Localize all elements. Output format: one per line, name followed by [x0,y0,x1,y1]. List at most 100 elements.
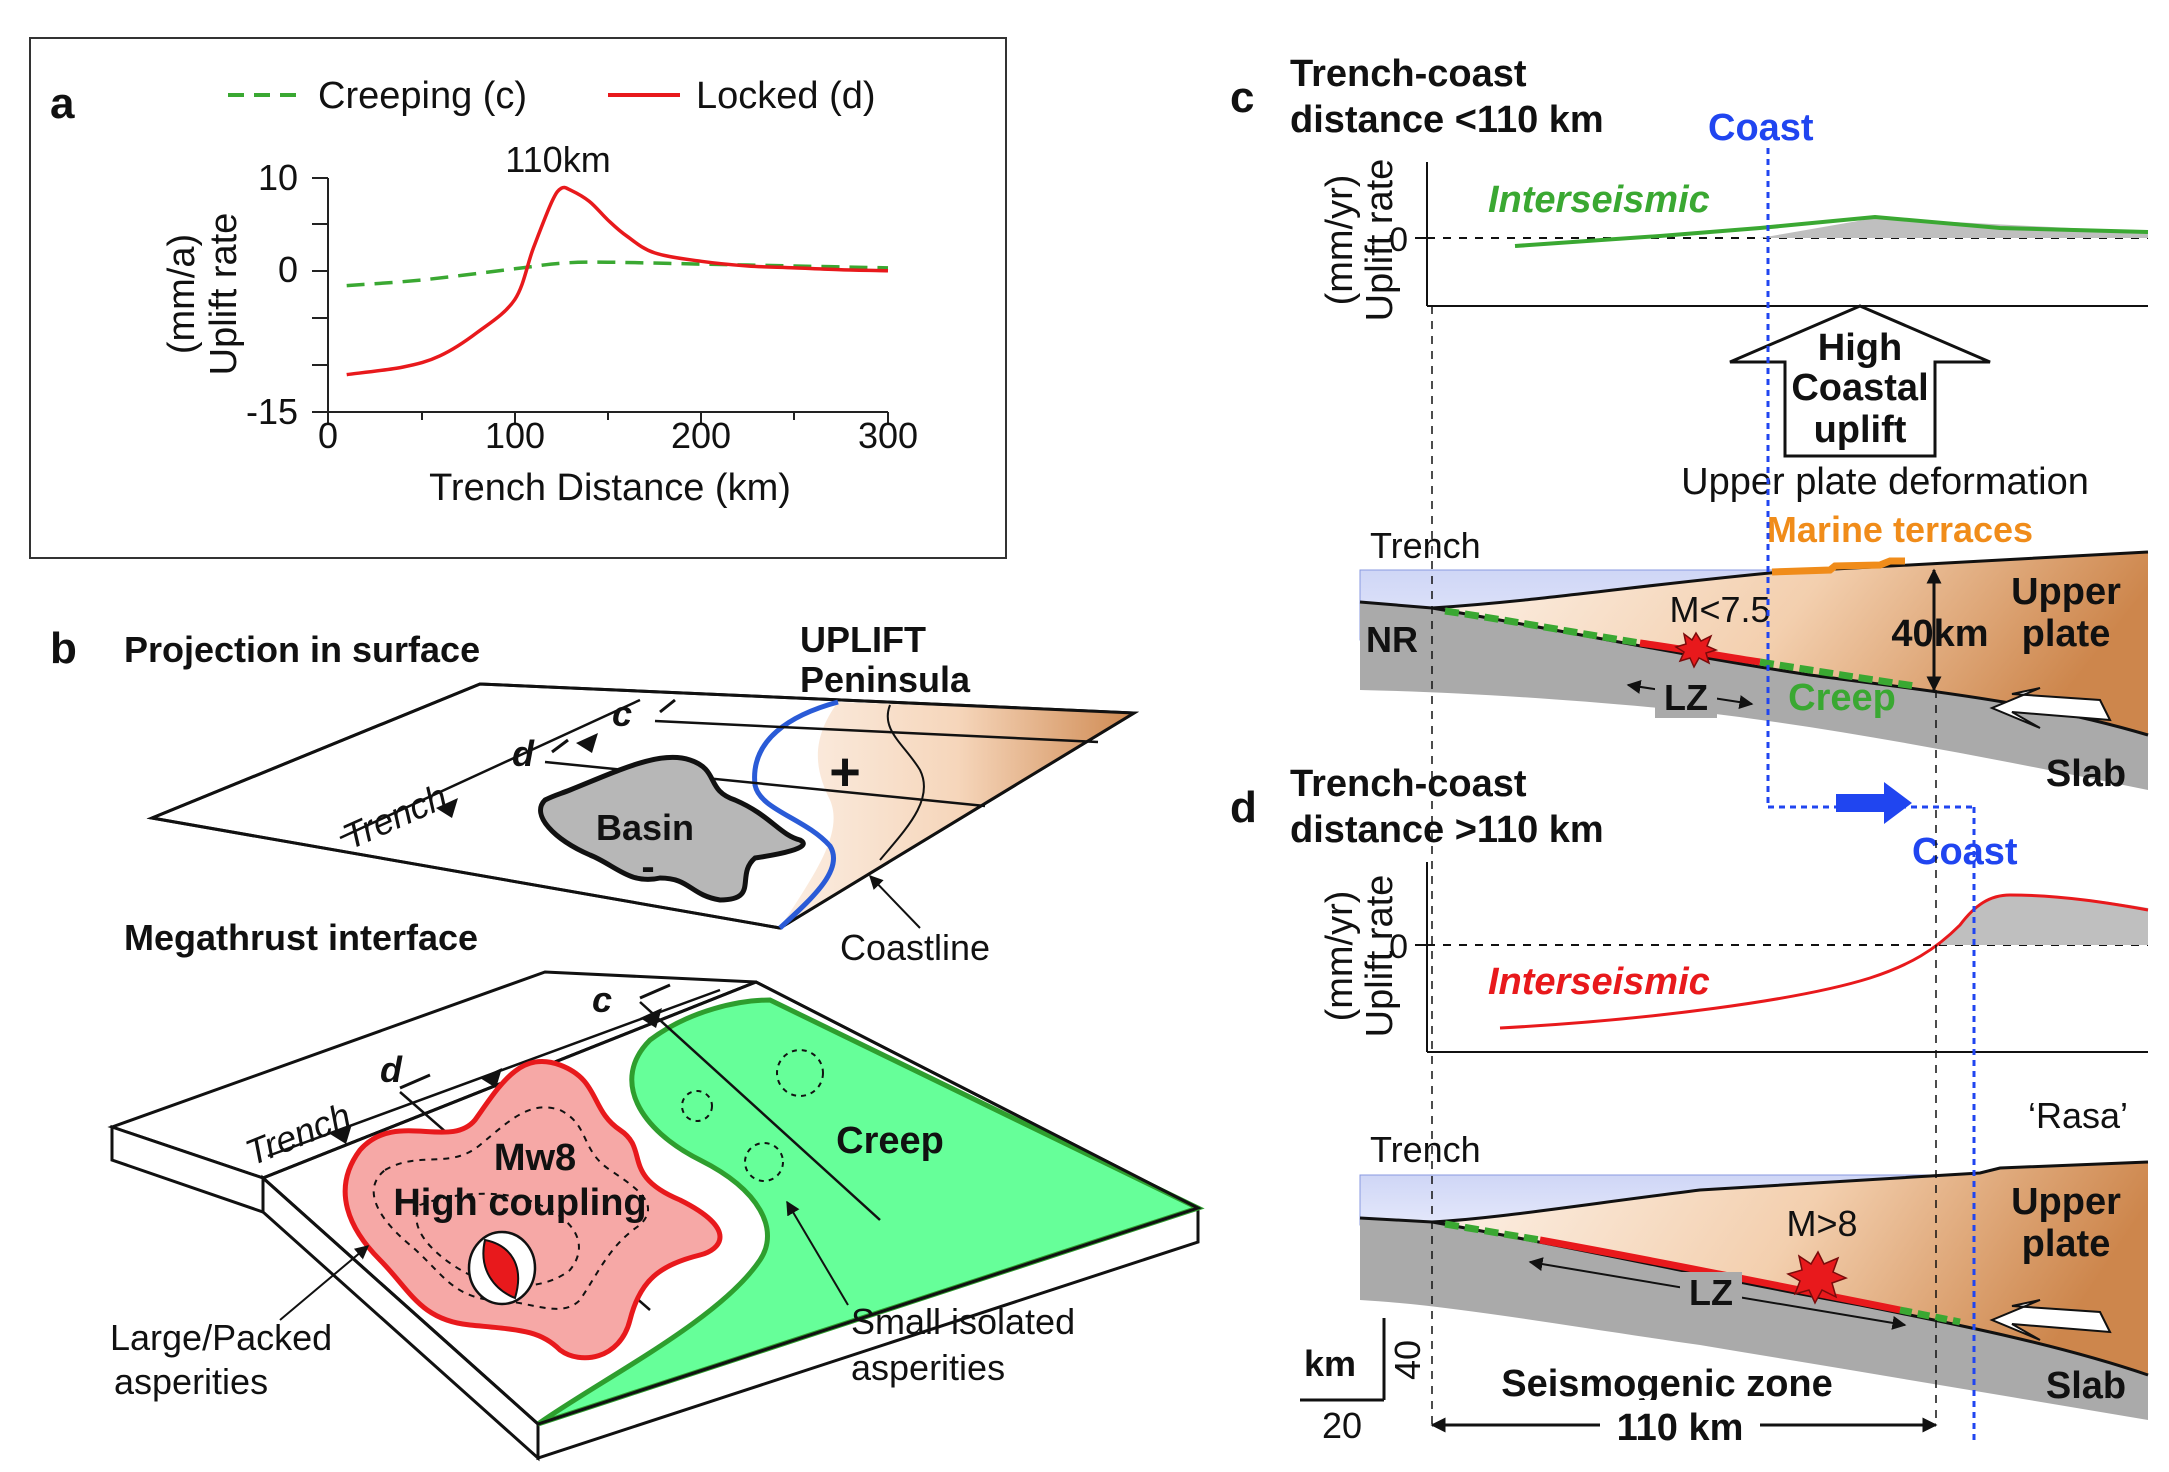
panel-c-letter: c [1230,73,1254,122]
panel-c-title-1: Trench-coast [1290,53,1527,95]
scale-40-label: 40 [1387,1340,1428,1380]
y-tick-label-10: 10 [258,157,298,198]
basin-minus: - [641,845,654,889]
interface-marker-c [639,983,671,1000]
panel-d-title-1: Trench-coast [1290,763,1527,805]
d-uplift-fill [1940,894,2148,945]
y-tick-label-minus15: -15 [246,391,298,432]
c-ocean-plate [1360,602,2148,790]
uplift-plus: + [829,742,861,802]
surface-trench-line [339,698,641,840]
d-upper-label-2: plate [2022,1223,2111,1265]
c-upper-label-1: Upper [2011,571,2121,613]
y-axis-label: Uplift rate [203,213,245,376]
small-asperity-label-1: Small isolated [851,1301,1075,1342]
d-creep-segment-1 [1444,1220,1541,1244]
locked-series-line [346,185,889,377]
c-upper-label-2: plate [2022,613,2111,655]
asperity-contour-2 [415,1192,580,1287]
interface-tooth-3 [640,1008,662,1028]
interface-marker-d-label: d [380,1049,403,1090]
c-slab-label: Slab [2046,753,2126,795]
basin-label: Basin [596,807,694,848]
y-tick-label-0: 0 [278,249,298,290]
d-magnitude-label: M>8 [1786,1203,1857,1244]
coastline-label: Coastline [840,927,990,968]
large-asperity-label-1: Large/Packed [110,1317,332,1358]
small-asperity-pointer [786,1200,849,1306]
arrow-label-3: uplift [1814,409,1907,451]
surface-plate-outline [146,682,1139,930]
focal-mechanism-icon [467,1230,537,1306]
d-rasa-label: ‘Rasa’ [2028,1095,2128,1136]
small-asperity-1 [681,1090,713,1122]
panel-d-title-2: distance >110 km [1290,809,1604,851]
d-slab-label: Slab [2046,1365,2126,1407]
basin-shape [538,754,806,903]
interface-tooth-2 [480,1068,502,1088]
uplift-arrow-icon [1729,304,1991,458]
d-lz-label: LZ [1689,1272,1733,1313]
d-interseismic-label: Interseismic [1488,961,1710,1003]
c-marine-terraces [1771,557,1905,576]
d-trench-label: Trench [1370,1129,1481,1170]
profile-line-c [654,719,1099,744]
panel-a-letter: a [50,79,75,128]
coast-label-c: Coast [1708,107,1814,149]
creep-zone [536,997,1205,1427]
d-lz-bg [1680,1272,1742,1314]
peninsula-label: Peninsula [800,659,971,700]
large-asperity-pointer [279,1245,370,1321]
c-interseismic-label: Interseismic [1488,179,1710,221]
c-ylabel-2: (mm/yr) [1319,175,1361,306]
panel-c-title-2: distance <110 km [1290,99,1604,141]
interface-marker-d [399,1073,431,1090]
d-ylabel-1: Uplift rate [1359,875,1401,1038]
x-tick-label-0: 0 [318,415,338,456]
c-upper-plate [1432,552,2148,735]
c-ylabel-1: Uplift rate [1359,159,1401,322]
d-ylabel-2: (mm/yr) [1319,891,1361,1022]
interface-title: Megathrust interface [124,917,478,958]
arrow-label-2: Coastal [1791,367,1928,409]
marker-d-label: d [512,733,535,774]
panel-a-frame [29,37,1007,559]
interface-profile-c [639,1001,881,1221]
legend-creeping-label: Creeping (c) [318,75,527,117]
panel-d: d Trench-coast distance >110 km Coast 0 … [1230,763,2149,1449]
c-trench-label: Trench [1370,525,1481,566]
distance-label-bg [1600,1400,1760,1446]
marker-d-tick [551,738,569,754]
panel-b: b Projection in surface UPLIFT Peninsula… [50,619,1205,1462]
coastline-pointer [869,874,921,929]
c-marine-terraces-label: Marine terraces [1767,509,2033,550]
peninsula-land [780,702,1134,928]
creep-label: Creep [836,1120,944,1162]
d-zero-label: 0 [1389,928,1408,966]
d-surface-line [1359,1160,2149,1224]
legend-locked-label: Locked (d) [696,75,876,117]
large-asperity-label-2: asperities [114,1361,268,1402]
uplift-label: UPLIFT [800,619,926,660]
interface-tooth-1 [330,1124,352,1144]
c-surface-line [1359,550,2149,610]
upper-plate-deformation: Upper plate deformation [1681,461,2089,503]
c-zero-label: 0 [1389,221,1408,259]
y-axis-unit: (mm/a) [161,234,203,354]
seismogenic-zone-label: Seismogenic zone [1501,1363,1833,1405]
trench-tooth-1 [436,798,458,818]
creeping-series-line [346,260,889,288]
d-motion-arrow-icon [1989,1299,2112,1341]
c-nr-label: NR [1366,619,1418,660]
small-asperity-3 [744,1142,784,1182]
c-creep-segment-1 [1444,607,1641,647]
c-depth-label: 40km [1891,613,1988,655]
small-asperity-2 [776,1049,824,1097]
high-coupling-zone [342,1058,723,1361]
interface-slope-outline [260,980,1202,1426]
interface-marker-c-label: c [592,979,612,1020]
x-tick-label-100: 100 [485,415,545,456]
c-creep-label: Creep [1788,677,1896,719]
scale-km-label: km [1304,1343,1356,1384]
c-magnitude-label: M<7.5 [1669,589,1770,630]
